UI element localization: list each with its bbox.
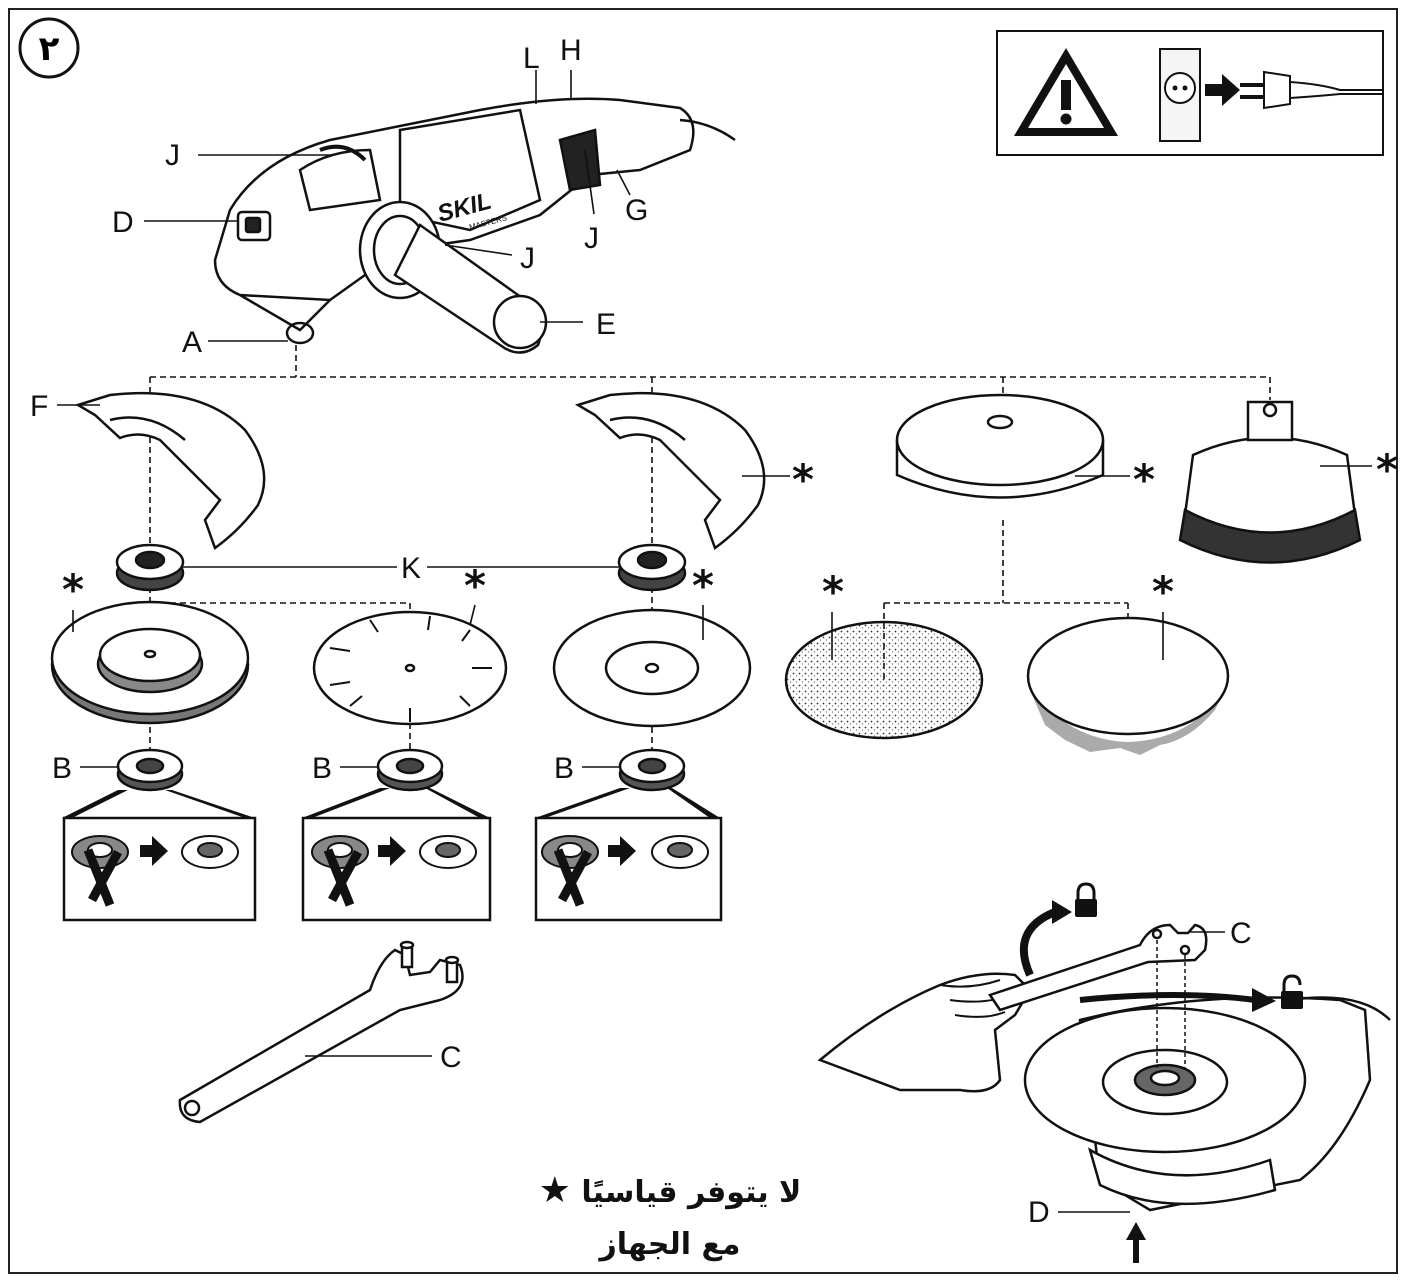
grinder-labels: L H J D J G J E A xyxy=(112,34,648,359)
plug-icon xyxy=(1240,70,1383,110)
cup-brush xyxy=(1178,400,1362,564)
flange-b-2 xyxy=(376,748,444,792)
label-B-2: B xyxy=(312,752,332,785)
asterisk-sanding: * xyxy=(822,567,844,616)
cross-icon xyxy=(553,848,592,907)
label-D: D xyxy=(112,206,134,239)
flange-b-1 xyxy=(116,748,184,792)
cutting-disc xyxy=(552,608,752,728)
asterisk-brush: * xyxy=(1376,445,1398,494)
label-F: F xyxy=(30,390,48,423)
arrow-right-icon xyxy=(1205,74,1240,106)
asterisk-pad: * xyxy=(1133,455,1155,504)
grinder-leaders xyxy=(144,70,631,342)
asterisk-disc2: * xyxy=(464,561,486,610)
asterisk-disc3: * xyxy=(692,561,714,610)
socket-icon xyxy=(1159,48,1201,142)
flange-k-middle xyxy=(617,543,687,592)
angle-grinder: SKIL MASTERS xyxy=(213,97,736,354)
guard-middle xyxy=(574,391,766,550)
label-J-right: J xyxy=(584,222,599,255)
arrow-right-icon xyxy=(608,836,636,866)
backing-pad xyxy=(895,393,1105,499)
asterisk-disc1: * xyxy=(62,565,84,614)
figure-number: ٢ xyxy=(39,29,60,69)
lock-icon xyxy=(1075,882,1097,917)
label-E: E xyxy=(596,308,616,341)
label-L: L xyxy=(523,42,540,75)
flange-order-row-3 xyxy=(541,835,709,907)
note-line-2: مع الجهاز xyxy=(599,1227,741,1262)
label-B-3: B xyxy=(554,752,574,785)
not-included-note: لا يتوفر قياسيًا ★ مع الجهاز xyxy=(520,1165,820,1271)
arrow-right-icon xyxy=(378,836,406,866)
flange-b-3 xyxy=(618,748,686,792)
label-D-mount: D xyxy=(1028,1196,1050,1229)
flange-k-left xyxy=(115,543,185,592)
spanner-wrench xyxy=(178,940,464,1124)
label-H: H xyxy=(560,34,582,67)
label-J-handle: J xyxy=(520,242,535,275)
unlock-icon xyxy=(1281,974,1303,1009)
mounting-illustration xyxy=(817,900,1391,1212)
sanding-disc xyxy=(784,620,984,740)
cross-icon xyxy=(83,848,122,907)
asterisk-guard: * xyxy=(792,455,814,504)
label-K: K xyxy=(401,552,421,585)
asterisk-polishing: * xyxy=(1152,567,1174,616)
flange-order-row-2 xyxy=(311,835,477,907)
arrow-up-icon xyxy=(1126,1222,1146,1263)
polishing-bonnet xyxy=(1026,616,1230,755)
unplug-warning xyxy=(996,30,1384,156)
note-star: ★ xyxy=(538,1170,571,1211)
label-C-spanner: C xyxy=(440,1041,462,1074)
label-A: A xyxy=(182,326,202,359)
arrow-right-icon xyxy=(140,836,168,866)
guard-left xyxy=(74,391,266,550)
label-B-1: B xyxy=(52,752,72,785)
note-line-1: لا يتوفر قياسيًا xyxy=(581,1175,802,1210)
label-C-mount: C xyxy=(1230,917,1252,950)
grinding-disc xyxy=(50,600,250,725)
figure-frame xyxy=(8,8,1398,1274)
cross-icon xyxy=(323,848,362,907)
figure-number-badge: ٢ xyxy=(18,17,80,79)
diamond-disc xyxy=(312,610,508,726)
warning-icon xyxy=(1014,48,1118,136)
flange-order-row-1 xyxy=(71,835,239,907)
label-G: G xyxy=(625,194,648,227)
label-J-top: J xyxy=(165,139,180,172)
